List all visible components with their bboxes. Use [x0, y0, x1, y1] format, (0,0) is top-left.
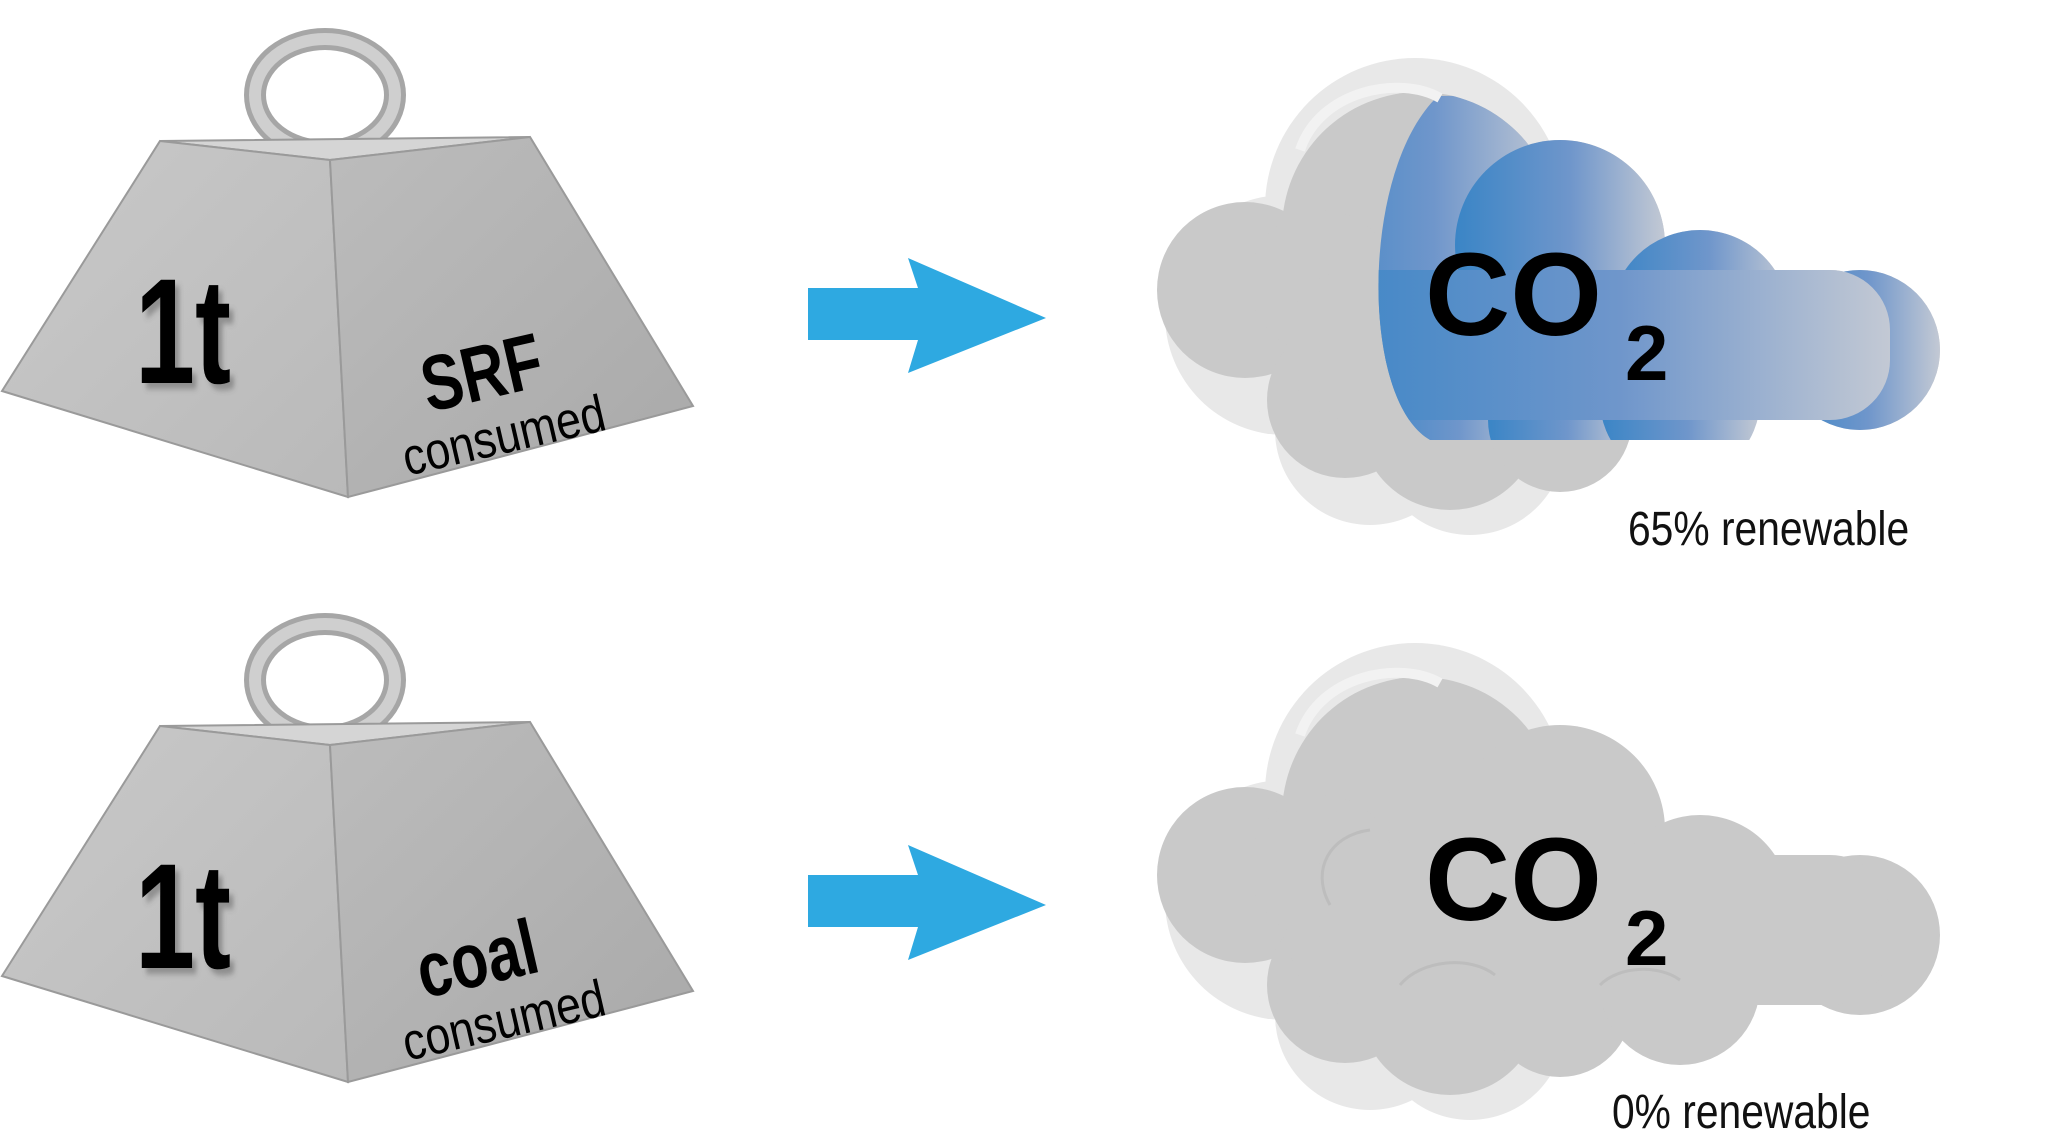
weight-amount-text: 1t [135, 833, 231, 1001]
row-srf: 1t SRF consumed [0, 28, 1940, 556]
cloud-icon [1157, 58, 1940, 535]
cloud-icon [1157, 643, 1940, 1120]
arrow-right-icon [808, 845, 1046, 960]
weight-icon [0, 28, 695, 499]
weight-amount-text: 1t [135, 248, 231, 416]
co2-subscript-text: 2 [1625, 309, 1668, 397]
weight-icon [0, 613, 695, 1084]
renewable-caption: 65% renewable [1628, 503, 1909, 556]
co2-main-text: CO [1425, 229, 1602, 361]
co2-subscript-text: 2 [1625, 894, 1668, 982]
co2-main-text: CO [1425, 814, 1602, 946]
arrow-right-icon [808, 258, 1046, 373]
row-coal: 1t coal consumed [0, 613, 1940, 1137]
renewable-caption: 0% renewable [1612, 1086, 1870, 1137]
